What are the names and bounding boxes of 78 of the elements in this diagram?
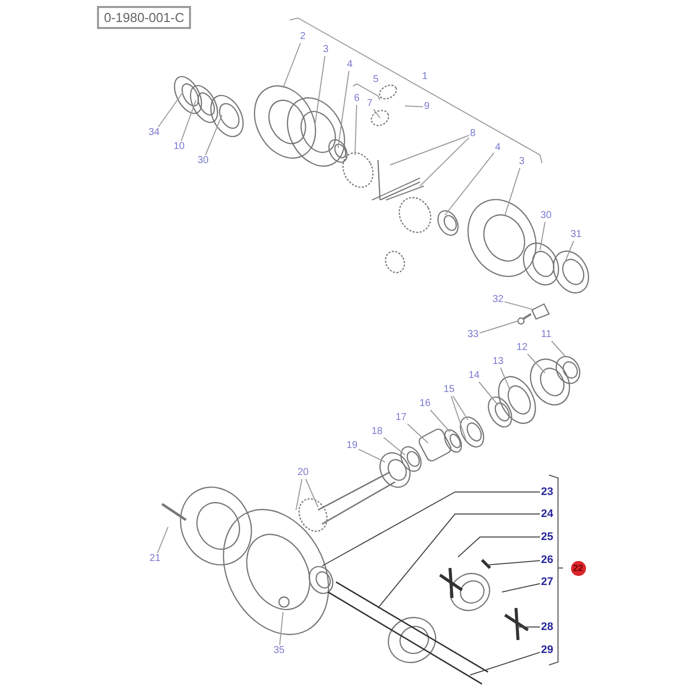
callout-number: 13 — [492, 356, 505, 368]
callout-number: 24 — [540, 508, 554, 520]
callout-number: 32 — [492, 294, 505, 306]
callout-number: 20 — [296, 467, 310, 479]
callout-number: 18 — [370, 426, 384, 438]
callout-number: 5 — [372, 74, 380, 86]
leader-line — [338, 70, 350, 148]
callout-number: 26 — [540, 554, 554, 566]
leader-line — [322, 492, 540, 566]
callout-number: 3 — [518, 156, 526, 168]
callout-number: 30 — [540, 210, 553, 222]
callout-number: 17 — [394, 412, 408, 424]
leader-line — [478, 382, 498, 406]
callout-number: 15 — [442, 384, 456, 396]
callout-number: 19 — [346, 440, 359, 452]
leader-line — [282, 42, 301, 88]
leader-line — [157, 526, 168, 554]
callout-number: 9 — [423, 101, 431, 113]
callout-number: 28 — [540, 621, 554, 633]
callout-number: 25 — [540, 531, 554, 543]
leader-line — [479, 320, 518, 334]
callout-number: 2 — [299, 31, 307, 43]
callout-number: 33 — [466, 329, 480, 341]
callout-number: 11 — [540, 329, 552, 341]
callout-number: 21 — [148, 553, 162, 565]
callout-number: 7 — [366, 98, 374, 110]
leader-line — [296, 478, 302, 510]
leader-line — [551, 340, 566, 356]
leader-line — [378, 514, 540, 608]
callout-number: 23 — [540, 486, 554, 498]
leader-line — [430, 410, 450, 432]
leader-line — [504, 301, 532, 310]
callout-number: 1 — [421, 71, 429, 83]
callout-number: 12 — [516, 342, 529, 354]
leader-line — [373, 108, 380, 118]
screw-drawing — [517, 313, 532, 325]
leader-line — [444, 152, 494, 216]
leader-line — [450, 396, 466, 440]
callout-number: 4 — [346, 59, 354, 71]
callout-number: 6 — [353, 93, 361, 105]
leader-line — [564, 240, 574, 262]
leader-line — [504, 168, 520, 216]
leader-line — [358, 448, 386, 462]
leader-line — [486, 560, 540, 566]
leader-line — [404, 106, 424, 108]
leader-line — [527, 354, 546, 374]
leader-line — [158, 92, 184, 128]
callout-number: 16 — [418, 398, 432, 410]
leader-line — [314, 56, 326, 126]
callout-number: 10 — [172, 141, 186, 153]
leader-line — [458, 536, 540, 558]
leader-line — [305, 478, 318, 508]
callout-number: 8 — [469, 128, 477, 140]
leader-line — [540, 222, 546, 250]
leader-line — [452, 396, 468, 420]
leader-line — [205, 114, 222, 156]
callout-number: 35 — [272, 645, 286, 657]
callout-number: 29 — [540, 644, 554, 656]
leader-line — [354, 104, 358, 156]
lock-plate-drawing — [531, 303, 550, 320]
callout-number: 3 — [322, 44, 330, 56]
leader-line — [180, 100, 196, 142]
callout-number: 31 — [570, 229, 583, 241]
leader-line — [470, 652, 540, 676]
leader-line — [407, 424, 428, 444]
callout-number: 14 — [468, 370, 481, 382]
leader-line — [420, 137, 470, 186]
callout-number: 4 — [494, 142, 502, 154]
callout-number: 27 — [540, 576, 554, 588]
callout-number: 34 — [148, 127, 161, 139]
callout-badge: 22 — [570, 560, 586, 576]
leader-line — [383, 436, 406, 456]
leader-line — [390, 134, 470, 166]
callout-number: 30 — [196, 155, 210, 167]
leader-line — [516, 626, 540, 628]
drawing-number-tag: 0-1980-001-C — [97, 6, 192, 28]
leader-line — [502, 583, 540, 592]
leader-line — [500, 368, 510, 390]
